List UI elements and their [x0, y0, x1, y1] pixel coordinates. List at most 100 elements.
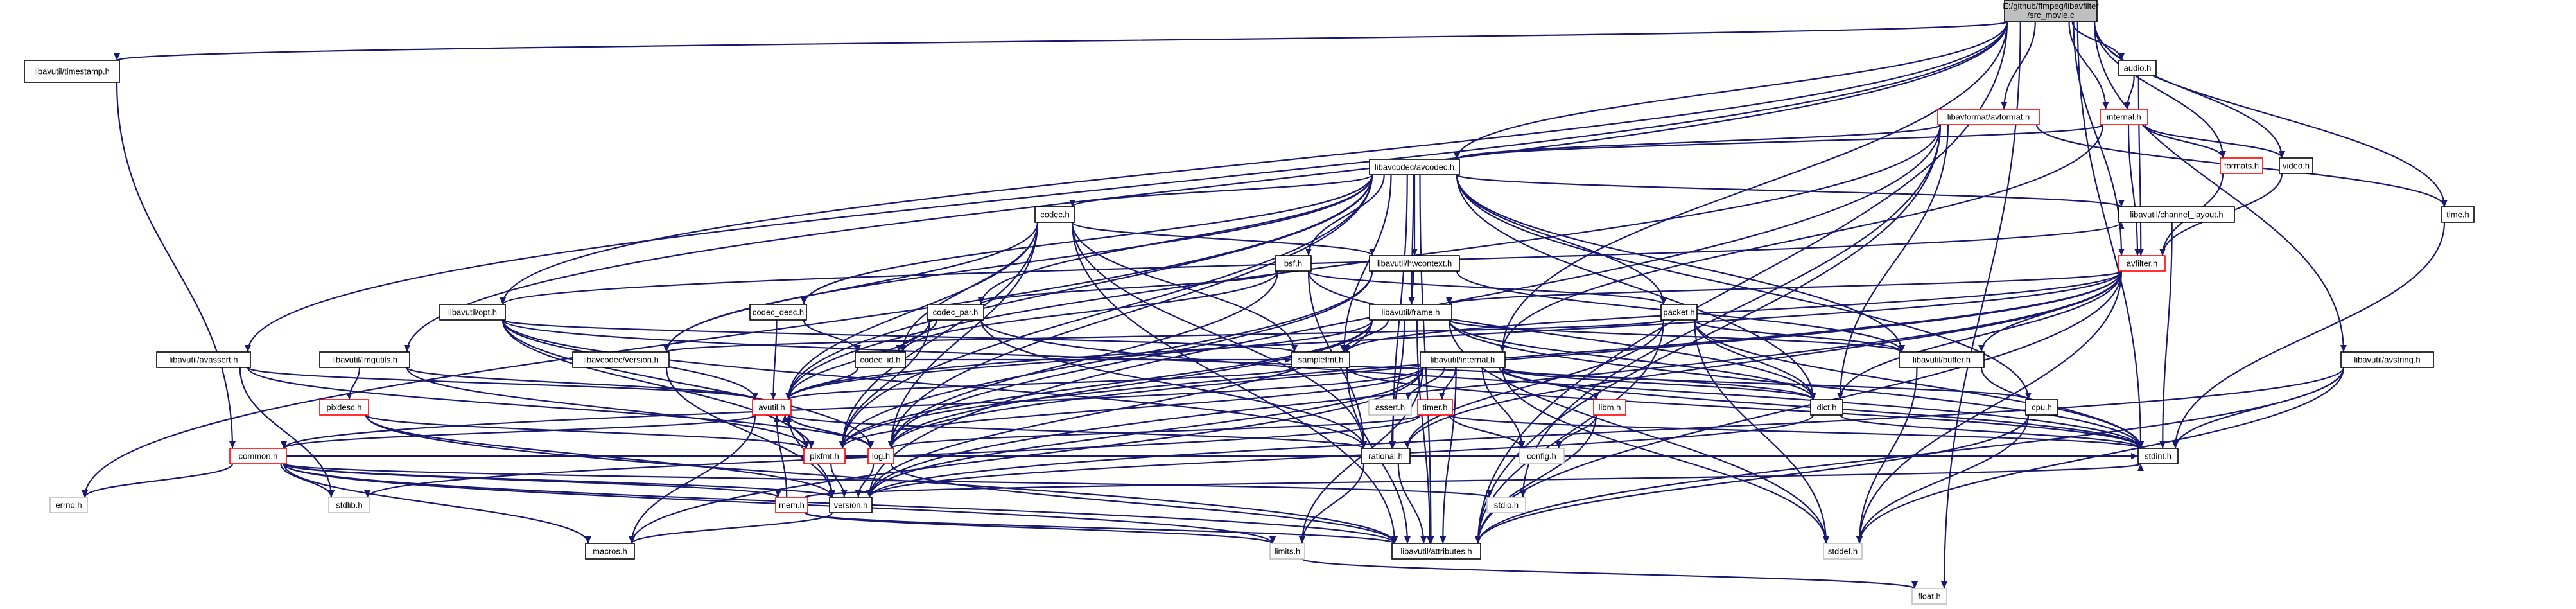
- node-timestamp[interactable]: libavutil/timestamp.h: [24, 60, 120, 83]
- node-time[interactable]: time.h: [2441, 206, 2475, 223]
- node-limits[interactable]: limits.h: [1269, 543, 1305, 560]
- edge-avcodec-to-cpu: [1456, 174, 2030, 400]
- node-audio[interactable]: audio.h: [2118, 60, 2157, 76]
- node-box-avfilter: [2118, 255, 2166, 272]
- node-video[interactable]: video.h: [2279, 157, 2313, 174]
- node-channel_layout[interactable]: libavutil/channel_layout.h: [2118, 206, 2235, 223]
- edge-rational-to-limits: [1301, 463, 1365, 544]
- node-formats[interactable]: formats.h: [2220, 157, 2263, 174]
- node-libm[interactable]: libm.h: [1593, 399, 1626, 416]
- node-codec_id[interactable]: codec_id.h: [855, 351, 906, 368]
- node-box-codec_par: [927, 304, 984, 321]
- node-macros[interactable]: macros.h: [585, 543, 635, 560]
- edge-avformat-to-dict: [1839, 124, 1949, 400]
- edge-internal-to-avfilter: [2127, 124, 2139, 256]
- node-lavcversion[interactable]: libavcodec/version.h: [572, 351, 670, 368]
- node-common[interactable]: common.h: [229, 448, 287, 464]
- edge-avutil-to-macros: [631, 414, 756, 544]
- arrowhead-dict-to-stdint: [2137, 441, 2144, 448]
- node-box-stdint: [2137, 448, 2179, 464]
- edge-avcodec-to-codec_desc: [803, 174, 1373, 305]
- edge-common-to-version: [283, 463, 833, 499]
- node-buffer[interactable]: libavutil/buffer.h: [1899, 351, 1985, 368]
- arrowhead-common-to-macros: [585, 536, 591, 543]
- arrowhead-mem-to-avutil: [773, 415, 780, 422]
- edge-timer-to-log: [890, 414, 1422, 450]
- edge-root-to-imgutils: [406, 21, 2008, 353]
- node-codec_par[interactable]: codec_par.h: [927, 304, 984, 321]
- node-log[interactable]: log.h: [867, 448, 894, 464]
- node-label-lavuinternal: libavutil/internal.h: [1431, 355, 1495, 365]
- edge-codec_par-to-rational: [980, 319, 1365, 449]
- edge-avcodec-to-dict: [1456, 174, 1815, 400]
- node-frame[interactable]: libavutil/frame.h: [1369, 304, 1452, 321]
- edge-root-to-avassert: [247, 21, 2008, 353]
- arrowhead-packet-to-rational: [1404, 441, 1411, 448]
- node-float[interactable]: float.h: [1911, 588, 1947, 605]
- edge-frame-to-dict: [1448, 319, 1815, 400]
- node-avformat[interactable]: libavformat/avformat.h: [1937, 109, 2040, 125]
- node-box-macros: [585, 543, 635, 560]
- edge-root-to-opt: [501, 21, 2008, 305]
- node-hwcontext[interactable]: libavutil/hwcontext.h: [1369, 255, 1460, 272]
- node-avassert[interactable]: libavutil/avassert.h: [156, 351, 251, 368]
- arrowhead-root-to-opt: [500, 297, 506, 304]
- arrowhead-root-to-avassert: [245, 345, 251, 352]
- node-pixfmt[interactable]: pixfmt.h: [803, 448, 846, 464]
- node-stdio[interactable]: stdio.h: [1486, 497, 1526, 513]
- edge-root-to-avstring: [2093, 21, 2345, 353]
- node-rational[interactable]: rational.h: [1361, 448, 1411, 464]
- node-errno[interactable]: errno.h: [49, 497, 88, 513]
- node-stdint[interactable]: stdint.h: [2137, 448, 2179, 464]
- edge-lavuinternal-to-pixfmt: [841, 367, 1424, 449]
- arrowhead-lavuinternal-to-pixfmt: [839, 441, 846, 448]
- node-config[interactable]: config.h: [1519, 448, 1565, 464]
- edge-packet-to-stddef: [1693, 319, 1827, 544]
- node-box-time: [2441, 206, 2475, 223]
- node-avutil[interactable]: avutil.h: [752, 399, 792, 416]
- arrowhead-pixdesc-to-pixfmt: [803, 441, 810, 448]
- arrowhead-lavuinternal-to-libm: [1593, 393, 1599, 400]
- node-imgutils[interactable]: libavutil/imgutils.h: [319, 351, 410, 368]
- node-timer[interactable]: timer.h: [1417, 399, 1453, 416]
- node-label-root-line-1: E:/github/ffmpeg/libavfilter: [2003, 1, 2099, 11]
- node-internal[interactable]: internal.h: [2100, 109, 2148, 125]
- node-avfilter[interactable]: avfilter.h: [2118, 255, 2166, 272]
- node-pixdesc[interactable]: pixdesc.h: [319, 399, 369, 416]
- arrowhead-common-to-errno: [82, 490, 88, 497]
- node-bsf[interactable]: bsf.h: [1275, 255, 1312, 272]
- node-codec[interactable]: codec.h: [1034, 206, 1075, 223]
- node-box-imgutils: [319, 351, 410, 368]
- node-samplefmt[interactable]: samplefmt.h: [1291, 351, 1350, 368]
- node-label-lavcversion: libavcodec/version.h: [583, 355, 659, 365]
- node-box-codec_desc: [749, 304, 807, 321]
- node-cpu[interactable]: cpu.h: [2025, 399, 2058, 416]
- node-lavuinternal[interactable]: libavutil/internal.h: [1420, 351, 1506, 368]
- node-label-timestamp: libavutil/timestamp.h: [34, 67, 110, 76]
- node-avcodec[interactable]: libavcodec/avcodec.h: [1369, 159, 1460, 175]
- edge-root-to-float: [1943, 21, 2021, 589]
- edge-lavuinternal-to-dict: [1501, 366, 1815, 401]
- node-box-avstring: [2340, 351, 2434, 368]
- arrowhead-cpu-to-attributes: [1475, 536, 1481, 543]
- arrowhead-lavuinternal-to-assert: [1405, 393, 1412, 400]
- node-avstring[interactable]: libavutil/avstring.h: [2340, 351, 2434, 368]
- node-opt[interactable]: libavutil/opt.h: [439, 304, 506, 321]
- node-attributes[interactable]: libavutil/attributes.h: [1391, 543, 1481, 560]
- node-mem[interactable]: mem.h: [775, 497, 808, 513]
- node-codec_desc[interactable]: codec_desc.h: [749, 304, 807, 321]
- node-dict[interactable]: dict.h: [1810, 399, 1843, 416]
- node-label-pixdesc: pixdesc.h: [327, 403, 362, 412]
- arrowhead-avcodec-to-codec: [1069, 200, 1075, 207]
- arrowhead-opt-to-samplefmt: [1291, 345, 1298, 352]
- node-assert[interactable]: assert.h: [1368, 399, 1412, 416]
- node-version[interactable]: version.h: [829, 497, 873, 513]
- node-label-version: version.h: [834, 500, 868, 510]
- node-packet[interactable]: packet.h: [1660, 304, 1698, 321]
- node-stdlib[interactable]: stdlib.h: [328, 497, 370, 513]
- node-box-stdlib: [328, 497, 370, 513]
- node-box-channel_layout: [2118, 206, 2235, 223]
- node-label-time: time.h: [2446, 210, 2469, 220]
- arrowhead-common-to-mem: [775, 490, 781, 497]
- node-stddef[interactable]: stddef.h: [1823, 543, 1863, 560]
